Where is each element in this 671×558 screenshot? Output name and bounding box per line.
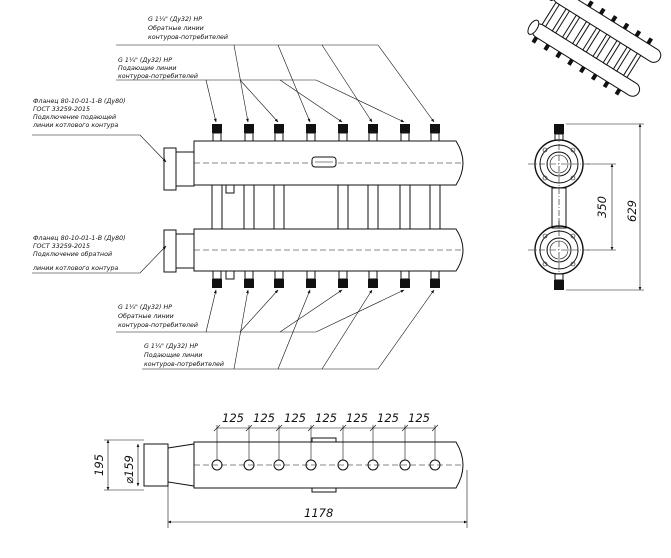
- pitch-ticks: [213, 424, 439, 432]
- dim-total-length: 1178: [304, 506, 333, 520]
- callout-flange-return-4: линии котлового контура: [32, 265, 119, 272]
- side-view: 350 629: [528, 123, 644, 291]
- dim-pitch-7: 125: [408, 411, 430, 425]
- dim-height: 195: [92, 454, 106, 476]
- bottom-leaders: [116, 289, 435, 370]
- top-leaders: [116, 44, 435, 123]
- callout-bottom-return-3: контуров-потребителей: [118, 321, 198, 329]
- bypass-tubes: [211, 184, 441, 280]
- callout-bottom-supply-3: контуров-потребителей: [144, 360, 224, 368]
- bottom-nozzles: [212, 270, 440, 288]
- callout-bottom-supply-2: Подающие линии: [144, 352, 202, 359]
- isometric-view: [527, 0, 662, 97]
- dim-overall-height: 629: [625, 200, 639, 222]
- dim-header-spacing: 350: [595, 196, 609, 218]
- callout-flange-supply-3: Подключение подающей: [33, 114, 116, 121]
- dim-pitch-5: 125: [346, 411, 368, 425]
- dim-diameter: ⌀159: [122, 455, 136, 484]
- dim-pitch-6: 125: [377, 411, 399, 425]
- callout-bottom-supply-1: G 1¼" (Ду32) НР: [144, 343, 198, 350]
- dim-pitch-4: 125: [315, 411, 337, 425]
- callout-flange-return-3: Подключение обратной: [33, 250, 112, 258]
- dim-pitch-3: 125: [284, 411, 306, 425]
- dim-pitch-2: 125: [253, 411, 275, 425]
- callout-bottom-return-1: G 1¼" (Ду32) НР: [118, 304, 172, 311]
- front-view: G 1¼" (Ду32) НР Обратные линии контуров-…: [32, 16, 464, 370]
- callout-top-return-1: G 1¼" (Ду32) НР: [148, 16, 202, 23]
- callout-top-supply-1: G 1¼" (Ду32) НР: [118, 57, 172, 64]
- callout-top-supply-3: контуров-потребителей: [118, 72, 198, 80]
- upper-header: [163, 140, 464, 191]
- flange-leaders: [32, 134, 167, 274]
- callout-top-return-2: Обратные линии: [148, 24, 204, 32]
- callout-flange-supply-1: Фланец 80-10-01-1-В (Ду80): [33, 98, 126, 105]
- callout-flange-return-1: Фланец 80-10-01-1-В (Ду80): [33, 235, 126, 242]
- callout-top-supply-2: Подающие линии: [118, 65, 176, 72]
- callout-flange-return-2: ГОСТ 33259-2015: [33, 243, 90, 250]
- callout-bottom-return-2: Обратные линии: [118, 312, 174, 320]
- top-view: 125 125 125 125 125 125 125 195 ⌀159 117…: [92, 411, 468, 528]
- callout-flange-supply-4: линии котлового контура: [32, 122, 119, 129]
- callout-flange-supply-2: ГОСТ 33259-2015: [33, 106, 90, 113]
- callout-top-return-3: контуров-потребителей: [148, 33, 228, 41]
- lower-header: [163, 228, 464, 273]
- dim-pitch-1: 125: [222, 411, 244, 425]
- top-nozzles: [212, 124, 440, 142]
